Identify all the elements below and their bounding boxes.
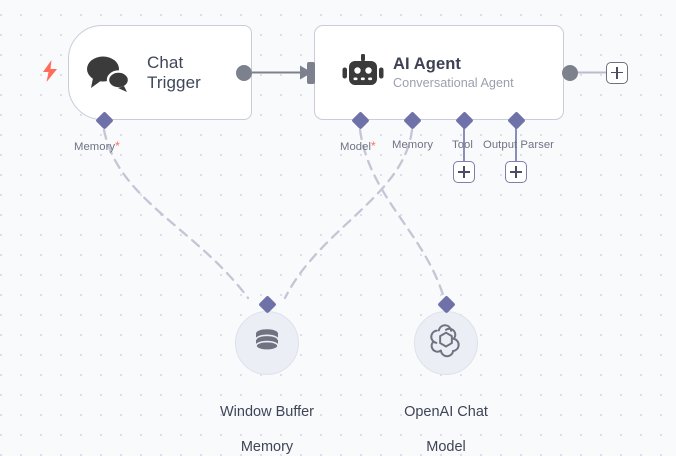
node-ai-agent[interactable]: AI Agent Conversational Agent — [314, 25, 564, 120]
ai-agent-port-memory-label: Memory — [392, 139, 434, 151]
ai-agent-output-endpoint[interactable] — [562, 64, 578, 81]
add-output-node-button[interactable] — [606, 61, 628, 84]
edge-chat-trigger-memory-to-window-buffer — [102, 128, 250, 300]
openai-chat-model-caption-line1: OpenAI Chat — [404, 403, 488, 420]
chat-trigger-title-line2: Trigger — [147, 72, 201, 92]
ai-agent-port-output-parser-label: Output Parser — [483, 139, 554, 151]
ai-agent-port-model-asterisk: * — [371, 139, 376, 153]
chat-trigger-port-memory-label: Memory* — [74, 139, 120, 153]
openai-chat-model-caption-line2: Model — [426, 439, 466, 456]
ai-agent-port-tool-label: Tool — [452, 139, 473, 151]
ai-agent-input-endpoint[interactable] — [307, 61, 315, 84]
chat-trigger-title-line1: Chat — [147, 52, 184, 72]
edge-ai-agent-memory-to-window-buffer — [283, 128, 414, 300]
ai-agent-text-block: AI Agent Conversational Agent — [393, 55, 514, 91]
chat-trigger-output-endpoint[interactable] — [236, 64, 252, 81]
ai-agent-title: AI Agent — [393, 54, 462, 73]
window-buffer-memory-caption-line2: Memory — [240, 439, 294, 456]
chat-trigger-text-block: Chat Trigger — [147, 53, 201, 92]
chat-trigger-port-memory-asterisk: * — [115, 139, 120, 153]
ai-agent-subtitle: Conversational Agent — [393, 75, 514, 90]
openai-logo-icon — [429, 323, 463, 363]
window-buffer-memory-caption: Window Buffer Memory — [187, 386, 347, 456]
ai-agent-port-model-label: Model* — [340, 139, 376, 153]
ai-agent-port-model-text: Model — [340, 141, 372, 153]
edge-ai-agent-model-to-openai-chat-model — [358, 128, 446, 300]
chat-bubbles-icon — [69, 54, 147, 92]
chat-trigger-port-memory-text: Memory — [74, 141, 116, 153]
node-window-buffer-memory[interactable] — [235, 311, 299, 375]
openai-chat-model-caption: OpenAI Chat Model — [366, 386, 526, 456]
node-chat-trigger[interactable]: Chat Trigger — [68, 25, 252, 120]
database-icon — [251, 325, 283, 362]
window-buffer-memory-caption-line1: Window Buffer — [219, 403, 315, 420]
robot-icon — [333, 53, 393, 93]
node-openai-chat-model[interactable] — [414, 311, 478, 375]
add-output-parser-node-button[interactable] — [505, 161, 527, 183]
add-tool-node-button[interactable] — [453, 161, 475, 183]
lightning-bolt-icon — [42, 60, 58, 82]
